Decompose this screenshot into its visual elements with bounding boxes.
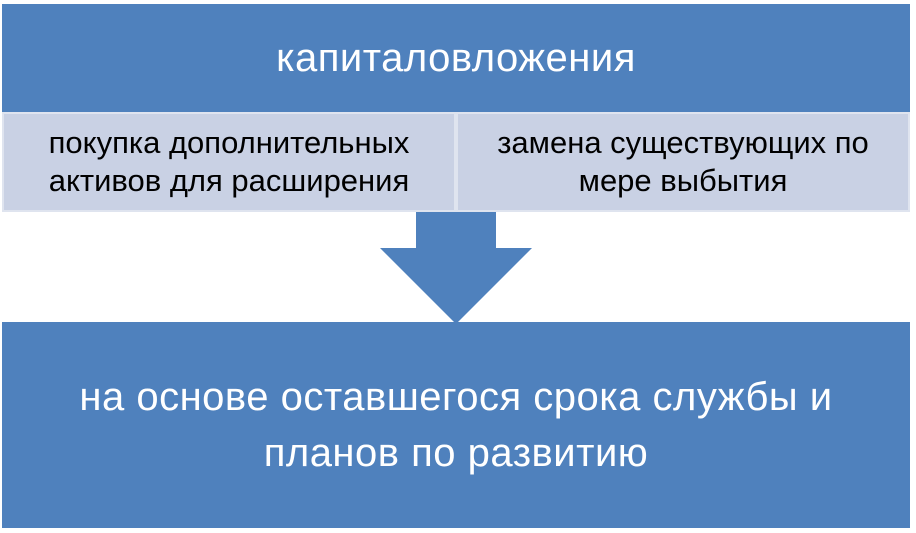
capital-investment-label: капиталовложения	[276, 35, 636, 80]
result-box: на основе оставшегося срока службы и пла…	[2, 322, 910, 528]
capital-investment-box: капиталовложения	[2, 4, 910, 112]
branch-expansion-label: покупка дополнительных активов для расши…	[48, 125, 410, 198]
branch-row: покупка дополнительных активов для расши…	[2, 112, 910, 212]
down-arrow-shape	[380, 212, 532, 324]
result-label: на основе оставшегося срока службы и пла…	[79, 375, 833, 475]
branch-replacement-label: замена существующих по мере выбытия	[497, 125, 869, 198]
branch-expansion-box: покупка дополнительных активов для расши…	[2, 112, 456, 212]
down-arrow-icon	[380, 212, 532, 324]
branch-replacement-box: замена существующих по мере выбытия	[456, 112, 910, 212]
